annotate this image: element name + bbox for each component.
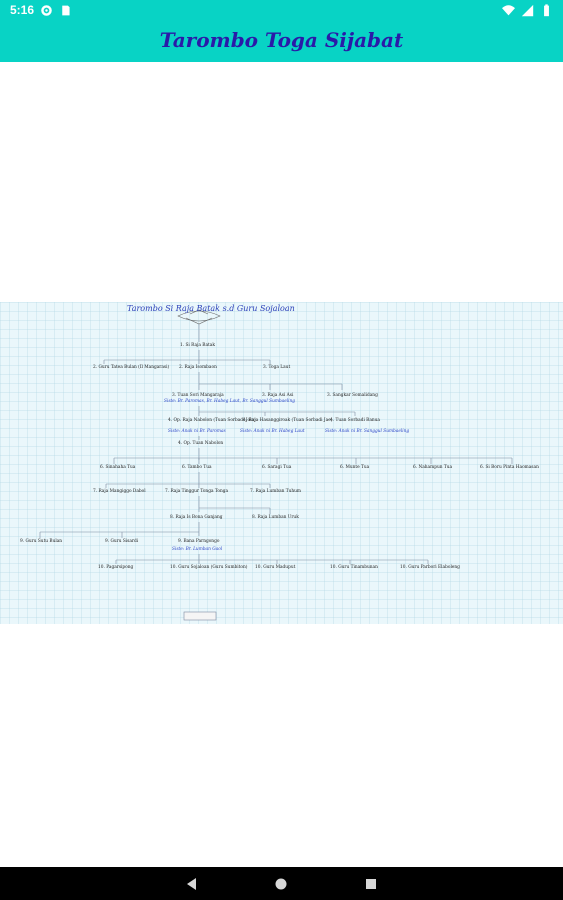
wifi-icon xyxy=(502,5,515,16)
tree-node-4: 3. Tuan Sori Mangaraja xyxy=(172,393,224,398)
app-title: Tarombo Toga Sijabat xyxy=(159,28,404,52)
tree-node-28: 9. Bana Parngongo xyxy=(178,539,220,544)
tree-node-24: 8. Raja Is Bona Ganjang xyxy=(170,515,223,520)
tree-node-26: 9. Guru Sutu Bulan xyxy=(20,539,62,544)
tree-node-13: Siste: Anak ni Br. Sanggul Sumbaeling xyxy=(325,429,409,434)
tree-node-30: 10. Pagarsipong xyxy=(98,565,134,570)
tree-footer-box xyxy=(183,611,217,621)
tree-node-34: 10. Guru Parbori Elaboleng xyxy=(400,565,460,570)
sd-card-icon xyxy=(62,5,70,16)
content-area: Tarombo Si Raja Batak s.d Guru Sojaloan … xyxy=(0,62,563,867)
recents-button[interactable] xyxy=(362,875,380,893)
tree-ornament-icon xyxy=(177,309,221,325)
tree-node-12: 4. Tuan Sorbadi Banua xyxy=(330,418,380,423)
tree-node-8: 4. Op. Raja Nabolon (Tuan Sorbadi Jolo) xyxy=(168,418,256,423)
tree-node-18: 6. Munte Tua xyxy=(340,465,370,470)
tree-node-11: Siste: Anak ni Br. Habeg Laut xyxy=(240,429,305,434)
home-button[interactable] xyxy=(272,875,290,893)
tree-node-22: 7. Raja Tinggur Tonga Tonga xyxy=(165,489,229,494)
tree-node-27: 9. Guru Sisardi xyxy=(105,539,139,544)
status-time: 5:16 xyxy=(10,3,35,17)
family-tree-image[interactable]: Tarombo Si Raja Batak s.d Guru Sojaloan … xyxy=(0,302,563,624)
tree-node-15: 6. Sinahaha Tua xyxy=(100,465,136,470)
tree-node-7: 3. Sangkar Somalidang xyxy=(327,393,378,398)
tree-node-6: 3. Raja Asi Asi xyxy=(262,393,294,398)
tree-node-9: Siste: Anak ni Br. Paromas xyxy=(168,429,227,434)
tree-node-10: 4. Raja Hasanggiroak (Tuan Sorbadi Jae) xyxy=(243,418,333,423)
tree-node-14: 4. Op. Tuan Nabolon xyxy=(178,441,223,446)
tree-node-29: Siste: Br. Lumban Gaol xyxy=(172,547,223,552)
battery-icon xyxy=(544,4,549,17)
back-button[interactable] xyxy=(183,875,201,893)
status-bar: 5:16 xyxy=(0,0,563,22)
family-tree-diagram: Tarombo Si Raja Batak s.d Guru Sojaloan … xyxy=(20,304,539,621)
tree-node-31: 10. Guru Sojaloan (Guru Sumbiton) xyxy=(170,565,248,570)
tree-node-21: 7. Raja Mangiggo Dabol xyxy=(93,489,146,494)
tree-node-19: 6. Nahampun Tua xyxy=(413,465,452,470)
tree-node-25: 8. Raja Lumban Uruk xyxy=(252,515,299,520)
tree-node-2: 2. Raja Isombaon xyxy=(179,365,217,370)
tree-node-32: 10. Guru Maduput xyxy=(255,565,296,570)
tree-node-33: 10. Guru Tinambunan xyxy=(330,565,378,570)
app-bar: Tarombo Toga Sijabat xyxy=(0,22,563,62)
tree-node-16: 6. Tambo Tua xyxy=(182,465,212,470)
tree-node-20: 6. Si Boru Pinta Haomasan xyxy=(480,465,539,470)
signal-icon xyxy=(521,4,534,17)
tree-node-3: 3. Toga Laut xyxy=(263,365,290,370)
tree-node-17: 6. Saragi Tua xyxy=(262,465,292,470)
tree-node-1: 2. Guru Tatea Bulan (Il Mangarasi) xyxy=(93,365,169,370)
tree-nodes: 1. Si Raja Batak 2. Guru Tatea Bulan (Il … xyxy=(20,343,539,570)
navigation-bar xyxy=(0,867,563,900)
tree-node-5: Siste: Br. Paromas, Br. Habeg Laut, Br. … xyxy=(164,399,295,404)
gear-icon xyxy=(41,5,52,16)
tree-title: Tarombo Si Raja Batak s.d Guru Sojaloan xyxy=(127,304,295,313)
tree-node-23: 7. Raja Lumban Tuhum xyxy=(250,489,301,494)
tree-node-0: 1. Si Raja Batak xyxy=(180,343,215,348)
tree-connectors xyxy=(39,324,513,564)
